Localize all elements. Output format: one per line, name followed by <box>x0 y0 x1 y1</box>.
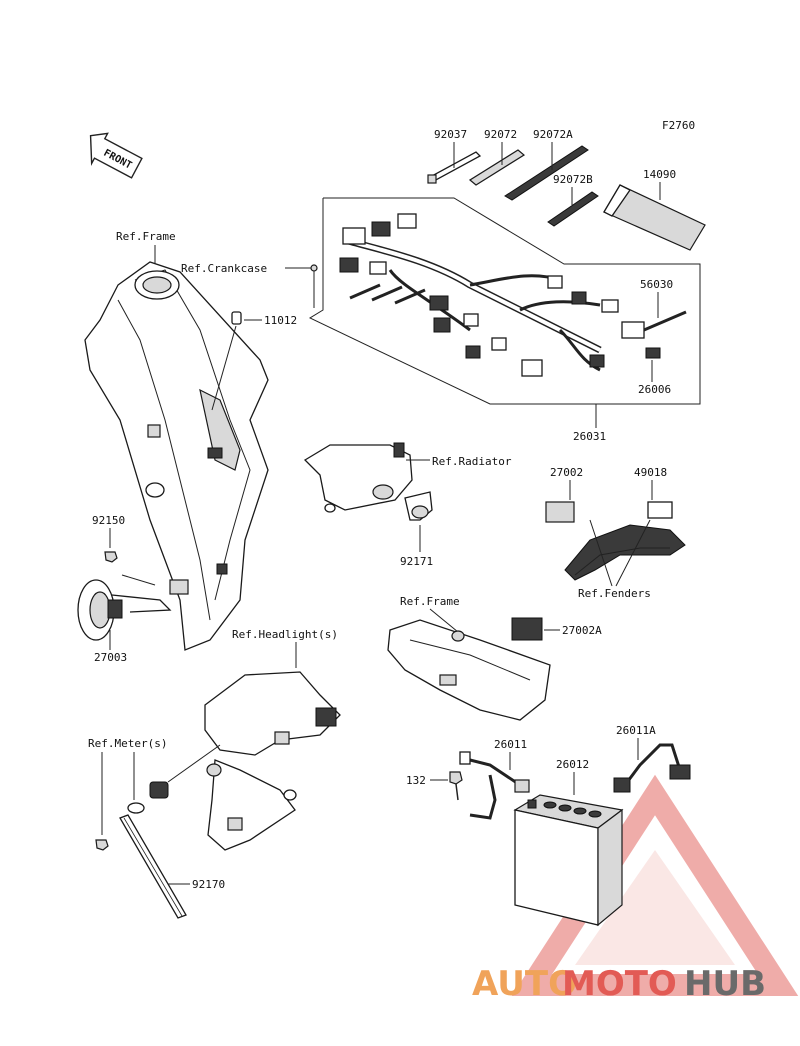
frame-section <box>387 619 551 721</box>
frame-body <box>84 261 269 651</box>
band-92170 <box>119 814 187 919</box>
headlight-bracket <box>204 671 341 851</box>
front-arrow-icon: FRONT <box>89 132 143 179</box>
harness-outline <box>308 197 701 405</box>
ref-crankcase: Ref.Crankcase <box>181 262 267 275</box>
strap-92037 <box>427 151 482 184</box>
cover-14090 <box>603 184 706 251</box>
bolt-small <box>95 839 109 851</box>
label-56030: 56030 <box>640 278 673 291</box>
label-27002A: 27002A <box>562 624 602 637</box>
battery-26012 <box>513 794 624 927</box>
label-92072B: 92072B <box>553 173 593 186</box>
label-92072A: 92072A <box>533 128 573 141</box>
ref-headlight: Ref.Headlight(s) <box>232 628 338 641</box>
figure-code: F2760 <box>662 119 695 132</box>
bolt-92150 <box>104 551 118 563</box>
svg-text:HUB: HUB <box>684 964 766 1004</box>
bolt-132 <box>449 771 463 801</box>
washer <box>127 802 145 814</box>
fender-part <box>564 524 686 581</box>
label-11012: 11012 <box>264 314 297 327</box>
ref-frame-top: Ref.Frame <box>116 230 176 243</box>
clamp-92072B <box>547 191 599 227</box>
grommet-11012 <box>231 311 242 325</box>
label-26011: 26011 <box>494 738 527 751</box>
label-132: 132 <box>406 774 426 787</box>
clamp-92072A <box>504 145 589 201</box>
ref-meter: Ref.Meter(s) <box>88 737 167 750</box>
label-92072: 92072 <box>484 128 517 141</box>
label-49018: 49018 <box>634 466 667 479</box>
label-92150: 92150 <box>92 514 125 527</box>
watermark-text: AUTO MOTO HUB <box>472 964 766 1004</box>
svg-text:MOTO: MOTO <box>562 964 677 1004</box>
label-92170: 92170 <box>192 878 225 891</box>
ref-radiator: Ref.Radiator <box>432 455 512 468</box>
ref-fenders: Ref.Fenders <box>578 587 651 600</box>
diode-49018 <box>647 501 673 519</box>
ref-frame-mid: Ref.Frame <box>400 595 460 608</box>
label-26012: 26012 <box>556 758 589 771</box>
label-26031: 26031 <box>573 430 606 443</box>
label-92037: 92037 <box>434 128 467 141</box>
label-92171: 92171 <box>400 555 433 568</box>
radiator-bracket <box>303 442 413 513</box>
label-26011A: 26011A <box>616 724 656 737</box>
horn-27003 <box>77 574 172 641</box>
clamp-92171 <box>404 491 433 521</box>
label-27002: 27002 <box>550 466 583 479</box>
cable-26011 <box>459 751 530 820</box>
main-harness-26031 <box>339 213 619 377</box>
grommet <box>149 781 169 799</box>
relay-27002 <box>545 501 575 523</box>
label-14090: 14090 <box>643 168 676 181</box>
relay-27002A <box>511 617 543 641</box>
svg-text:AUTO: AUTO <box>472 964 577 1004</box>
label-27003: 27003 <box>94 651 127 664</box>
label-26006: 26006 <box>638 383 671 396</box>
relay-56030 <box>621 310 687 359</box>
cable-26011A <box>613 743 691 793</box>
